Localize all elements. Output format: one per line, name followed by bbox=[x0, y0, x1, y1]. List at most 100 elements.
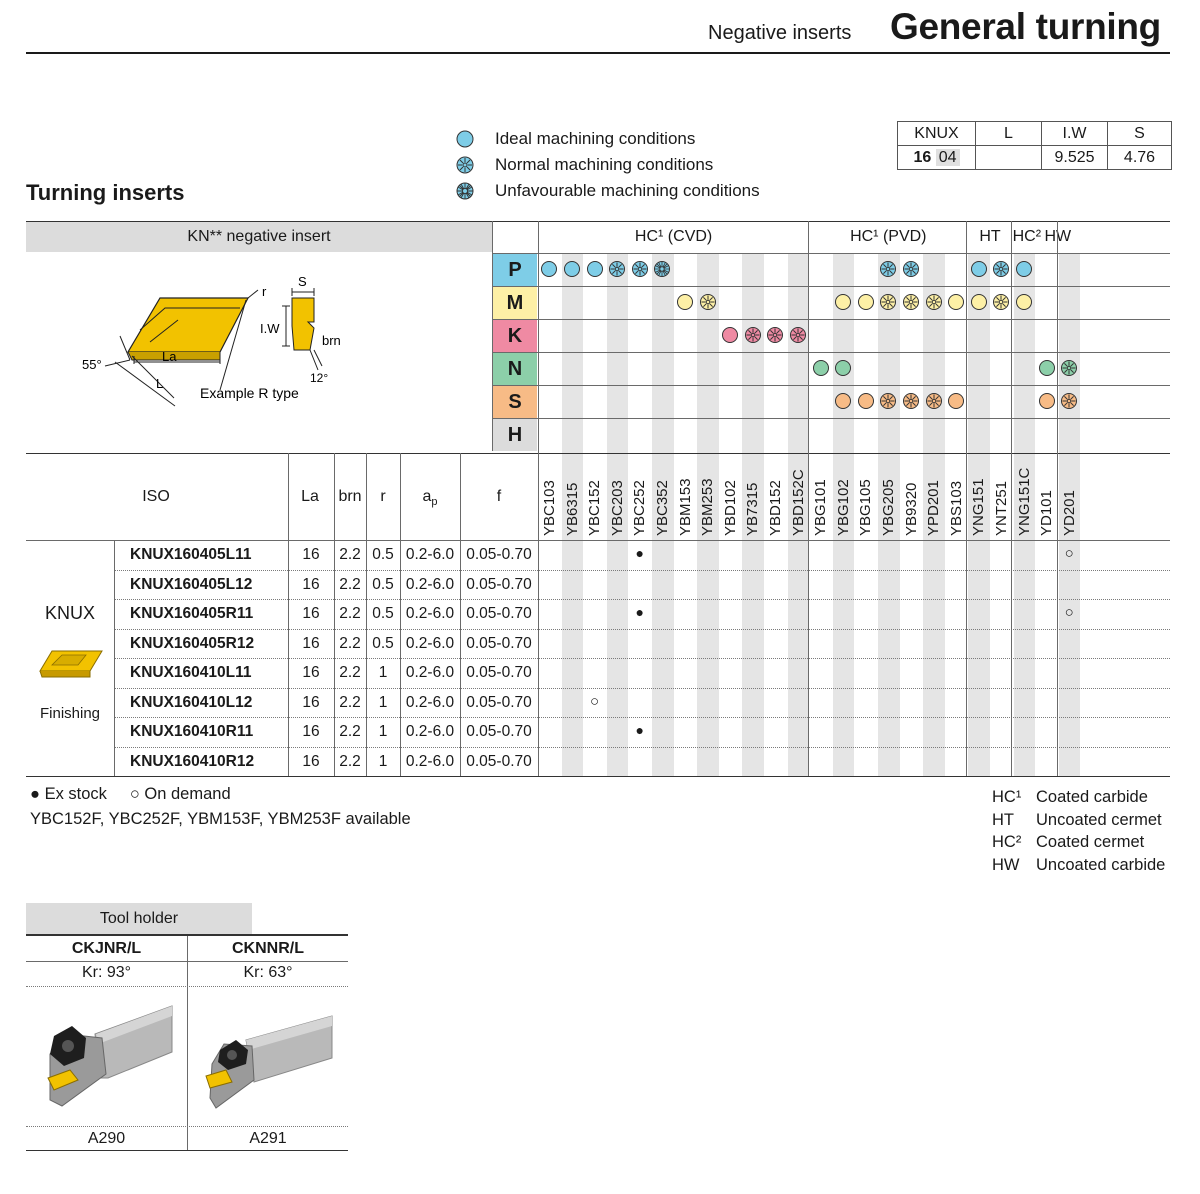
ex-stock-icon: ● bbox=[635, 604, 644, 620]
rule bbox=[493, 418, 1170, 419]
grade-group-label: HC¹ (CVD) bbox=[634, 228, 713, 245]
insert-header: KN** negative insert bbox=[187, 228, 331, 245]
column-rule bbox=[1011, 221, 1012, 776]
label-L: L bbox=[156, 376, 163, 391]
dim-header: KNUX bbox=[897, 121, 976, 146]
header-subtitle: Negative inserts bbox=[708, 22, 852, 44]
insert-side-view-icon bbox=[291, 297, 315, 351]
ex-stock-icon: ● bbox=[30, 785, 40, 803]
grade-column-stripe bbox=[923, 253, 945, 776]
cell-r: 0.5 bbox=[372, 546, 394, 563]
grade-column-stripe bbox=[832, 253, 855, 776]
grade-label: YBG102 bbox=[834, 479, 852, 536]
ideal-suitability-icon bbox=[586, 260, 604, 278]
rule bbox=[26, 453, 1170, 454]
cknnr-holder-icon bbox=[205, 1015, 333, 1109]
tool-holder-rule bbox=[26, 934, 348, 936]
normal-suitability-icon bbox=[608, 260, 626, 278]
rule bbox=[493, 286, 1170, 287]
cell-la: 16 bbox=[302, 693, 320, 711]
cell-ap: 0.2-6.0 bbox=[405, 605, 455, 622]
row-rule bbox=[114, 569, 1170, 571]
cell-ap: 0.2-6.0 bbox=[405, 634, 455, 652]
rule bbox=[26, 776, 1170, 777]
label-example: Example R type bbox=[200, 385, 299, 401]
on-demand-label: On demand bbox=[144, 785, 231, 803]
normal-suitability-icon bbox=[879, 293, 897, 311]
material-s: S bbox=[493, 386, 537, 418]
ideal-suitability-icon bbox=[1015, 293, 1033, 311]
ideal-suitability-icon bbox=[834, 293, 852, 311]
holder-kr: Kr: 93° bbox=[81, 964, 132, 981]
holder-page-ref[interactable]: A290 bbox=[87, 1130, 126, 1147]
ex-stock-icon: ● bbox=[635, 722, 644, 738]
normal-suitability-icon bbox=[879, 260, 897, 278]
cell-brn: 2.2 bbox=[339, 693, 361, 711]
knux-insert-icon bbox=[39, 650, 103, 678]
cell-la: 16 bbox=[302, 664, 320, 681]
holder-page-ref[interactable]: A291 bbox=[249, 1130, 287, 1147]
iso-code: KNUX160410L12 bbox=[130, 693, 253, 711]
column-rule bbox=[400, 453, 401, 776]
grade-label: YBM253 bbox=[699, 478, 717, 536]
grade-label: YB6315 bbox=[563, 482, 581, 536]
ideal-suitability-icon bbox=[812, 359, 830, 377]
row-rule bbox=[114, 746, 1170, 748]
cell-r: 1 bbox=[378, 723, 388, 740]
cell-r: 0.5 bbox=[372, 634, 394, 652]
grade-label: YBD102 bbox=[721, 480, 739, 536]
grade-label: YBG105 bbox=[857, 479, 875, 536]
legend-label: Unfavourable machining conditions bbox=[495, 181, 760, 200]
dimensions-table: KNUX L I.W S 16 04 9.525 4.76 bbox=[897, 121, 1172, 170]
grade-label: YBG101 bbox=[812, 479, 830, 536]
column-rule bbox=[334, 453, 335, 776]
grade-column-stripe bbox=[878, 253, 900, 776]
stock-legend: ● Ex stock ○ On demand bbox=[30, 785, 231, 804]
cell-la: 16 bbox=[302, 546, 320, 563]
cell-f: 0.05-0.70 bbox=[466, 723, 532, 740]
header-rule bbox=[26, 52, 1170, 54]
grade-column-stripe bbox=[1058, 253, 1081, 776]
cell-ap: 0.2-6.0 bbox=[405, 693, 455, 711]
family-name: KNUX bbox=[44, 603, 95, 623]
label-S: S bbox=[298, 274, 307, 289]
cell-r: 1 bbox=[378, 664, 388, 681]
dim-header: S bbox=[1107, 121, 1172, 146]
rule bbox=[493, 352, 1170, 353]
insert-diagram: r 55° La L Example R type S I.W brn 12° bbox=[82, 274, 341, 407]
column-rule bbox=[966, 221, 967, 776]
label-12: 12° bbox=[310, 371, 328, 385]
grade-label: YBC103 bbox=[541, 480, 558, 536]
col-header-ap: ap bbox=[422, 488, 438, 509]
normal-suitability-icon bbox=[766, 326, 784, 344]
grade-column-stripe bbox=[1013, 253, 1036, 776]
section-title: Turning inserts bbox=[26, 180, 185, 205]
cell-ap: 0.2-6.0 bbox=[405, 575, 455, 593]
normal-suitability-icon bbox=[902, 392, 920, 410]
normal-condition-icon bbox=[456, 156, 474, 174]
material-n: N bbox=[493, 353, 537, 385]
iso-code: KNUX160410R12 bbox=[130, 752, 255, 770]
grade-label: YNG151C bbox=[1015, 467, 1033, 536]
holder-name[interactable]: CKJNR/L bbox=[71, 940, 142, 957]
column-rule bbox=[1057, 221, 1058, 776]
cell-f: 0.05-0.70 bbox=[466, 546, 532, 563]
holder-name[interactable]: CKNNR/L bbox=[232, 940, 304, 957]
grade-group-label: HT bbox=[979, 228, 1001, 245]
grade-label: YBG205 bbox=[880, 479, 897, 536]
ideal-suitability-icon bbox=[1038, 359, 1056, 377]
normal-suitability-icon bbox=[744, 326, 762, 344]
cell-la: 16 bbox=[302, 634, 320, 652]
column-rule bbox=[460, 453, 461, 776]
tool-holder-rule bbox=[26, 961, 348, 962]
grade-label: YBD152 bbox=[767, 480, 784, 536]
label-r: r bbox=[262, 284, 267, 299]
grade-label: YPD201 bbox=[925, 480, 943, 536]
grade-label: YD101 bbox=[1038, 490, 1056, 536]
normal-suitability-icon bbox=[699, 293, 717, 311]
normal-suitability-icon bbox=[902, 293, 920, 311]
holder-kr: Kr: 63° bbox=[243, 964, 293, 981]
header-title: General turning bbox=[890, 6, 1161, 47]
